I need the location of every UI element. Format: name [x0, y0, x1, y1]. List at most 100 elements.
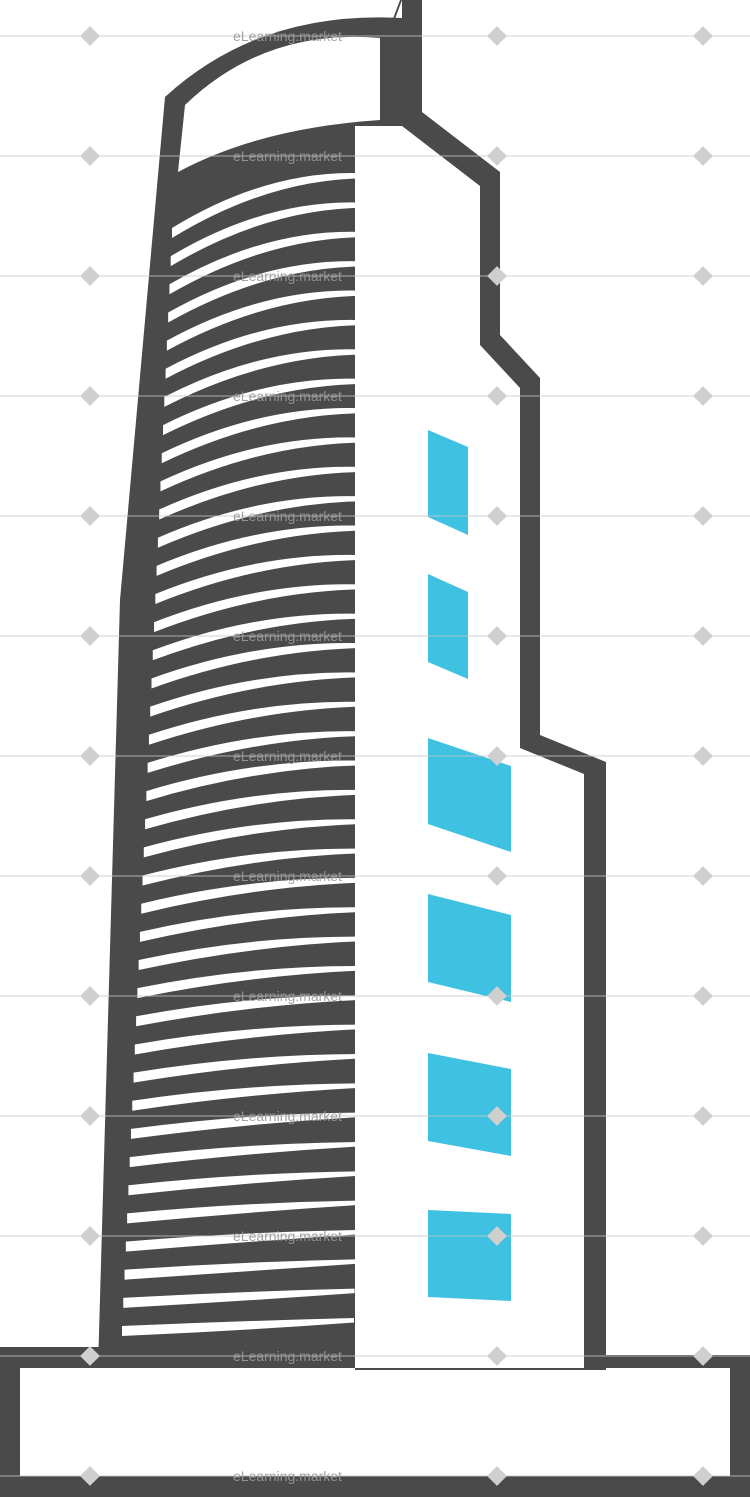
floor-stripe	[172, 172, 376, 238]
watermark-diamond	[487, 266, 507, 286]
floor-stripe	[170, 202, 376, 267]
watermark-diamond	[487, 146, 507, 166]
floor-stripe	[166, 290, 374, 351]
floor-stripe	[139, 907, 362, 942]
window-panel	[428, 574, 468, 679]
watermark-diamond	[80, 26, 100, 46]
watermark-diamond	[80, 266, 100, 286]
watermark-diamond	[80, 626, 100, 646]
floor-stripe	[127, 1200, 357, 1224]
floor-stripe	[147, 731, 366, 773]
floor-stripe	[141, 877, 363, 914]
floor-stripe	[128, 1171, 357, 1196]
floor-stripe	[123, 1288, 355, 1308]
watermark-text: eLearning.market	[233, 988, 342, 1004]
watermark-diamond	[693, 866, 713, 886]
floor-stripe	[160, 437, 371, 492]
watermark-diamond	[487, 986, 507, 1006]
floor-stripe	[168, 261, 375, 323]
watermark-diamond	[80, 1466, 100, 1486]
watermark-text: eLearning.market	[233, 148, 342, 164]
watermark-diamond	[693, 506, 713, 526]
watermark-diamond	[80, 866, 100, 886]
left-tower	[98, 17, 402, 1369]
window-panel	[428, 430, 468, 535]
watermark-diamond	[693, 1226, 713, 1246]
watermark-diamond	[80, 506, 100, 526]
floor-stripe	[138, 936, 362, 970]
watermark-diamond	[80, 1106, 100, 1126]
floor-stripe	[132, 1083, 359, 1111]
floor-stripe	[148, 701, 366, 745]
floor-stripe	[143, 819, 364, 858]
window-panels	[428, 430, 511, 1301]
watermark-diamond	[80, 146, 100, 166]
watermark-text: eLearning.market	[233, 748, 342, 764]
watermark-diamond	[487, 1346, 507, 1366]
watermark-diamond	[693, 986, 713, 1006]
watermark-diamond	[80, 386, 100, 406]
floor-stripe	[157, 496, 370, 548]
floor-stripes	[122, 172, 376, 1336]
floor-stripe	[151, 642, 367, 689]
watermark-diamond	[487, 746, 507, 766]
left-tower-crown	[178, 36, 380, 172]
watermark-diamond	[693, 146, 713, 166]
right-tower-fill	[355, 0, 584, 1368]
window-panel	[428, 894, 511, 1002]
floor-stripe	[154, 584, 369, 633]
watermark-diamond	[80, 1226, 100, 1246]
floor-stripe	[155, 554, 369, 604]
watermark-diamond	[693, 1346, 713, 1366]
watermark-text: eLearning.market	[233, 1348, 342, 1364]
floor-stripe	[164, 349, 373, 407]
watermark-diamond	[487, 506, 507, 526]
watermark-text: eLearning.market	[233, 268, 342, 284]
watermark-diamond	[80, 986, 100, 1006]
watermark-diamond	[487, 866, 507, 886]
watermark-text: eLearning.market	[233, 388, 342, 404]
floor-stripe	[134, 1024, 360, 1055]
floor-stripe	[163, 378, 373, 436]
floor-stripe	[165, 319, 374, 379]
watermark-text: eLearning.market	[233, 508, 342, 524]
floor-stripe	[130, 1112, 358, 1139]
right-tower	[355, 0, 606, 1370]
floor-stripe	[146, 760, 365, 802]
floor-stripe	[145, 789, 365, 830]
floor-stripe	[124, 1259, 356, 1280]
floor-stripe	[161, 408, 372, 464]
watermark-diamond	[693, 386, 713, 406]
watermark-diamond	[80, 746, 100, 766]
floor-stripe	[152, 613, 368, 661]
floor-stripe	[156, 525, 370, 576]
watermark-diamond	[487, 1466, 507, 1486]
watermark-diamond	[487, 386, 507, 406]
watermark-diamond	[487, 1226, 507, 1246]
watermark-diamond	[693, 746, 713, 766]
window-panel	[428, 1053, 511, 1156]
watermark-diamond	[487, 626, 507, 646]
watermark-text: eLearning.market	[233, 1228, 342, 1244]
floor-stripe	[159, 466, 371, 520]
watermark-text: eLearning.market	[233, 868, 342, 884]
watermark-text: eLearning.market	[233, 1468, 342, 1484]
floor-stripe	[137, 965, 361, 999]
watermark-diamond	[80, 1346, 100, 1366]
window-panel	[428, 1210, 511, 1301]
floor-stripe	[133, 1054, 360, 1083]
floor-stripe	[125, 1230, 356, 1252]
floor-stripe	[169, 231, 375, 295]
watermark-text: eLearning.market	[233, 28, 342, 44]
watermark-diamond	[693, 266, 713, 286]
floor-stripe	[150, 672, 367, 717]
floor-stripe	[129, 1142, 358, 1168]
watermark-diamond	[693, 1106, 713, 1126]
floor-stripe	[136, 995, 361, 1027]
floor-stripe	[122, 1318, 354, 1336]
watermark-diamond	[487, 26, 507, 46]
base-inner	[20, 1368, 730, 1476]
watermark-diamond	[693, 26, 713, 46]
watermark-diamond	[693, 626, 713, 646]
